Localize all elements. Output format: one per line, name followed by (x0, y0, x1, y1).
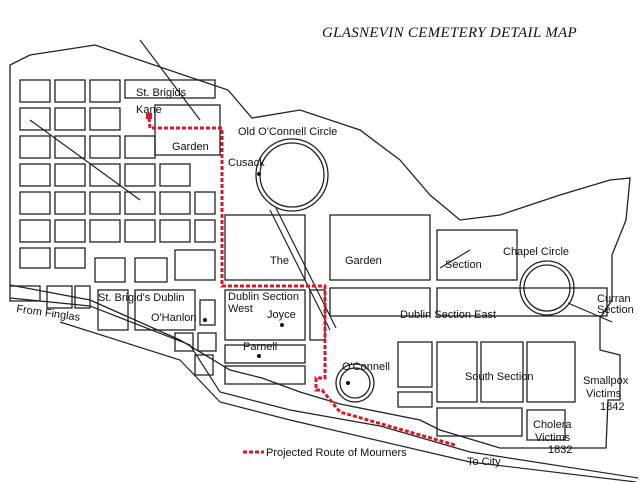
label-cholera-1: Cholera (533, 419, 572, 431)
label-section: Section (445, 259, 482, 271)
mourners-route (147, 117, 456, 447)
label-curran-section: Section (597, 304, 634, 316)
label-st-brigids: St. Brigids (136, 87, 187, 99)
grave-markers (203, 172, 350, 385)
label-cusack: Cusack (228, 157, 265, 169)
chapel-circle (523, 264, 571, 312)
label-smallpox-2: Victims (586, 388, 622, 400)
label-cholera-2: Victims (535, 432, 571, 444)
kane-grave-marker (146, 113, 152, 119)
grid-blocks-west (9, 79, 221, 376)
old-oconnell-circle (259, 142, 325, 208)
label-dublin-section-west-2: West (228, 303, 253, 315)
label-cholera-3: 1832 (548, 444, 572, 456)
label-joyce: Joyce (267, 309, 296, 321)
label-smallpox-3: 1842 (600, 401, 624, 413)
cemetery-boundary (9, 44, 631, 449)
label-to-city: To City (467, 456, 501, 468)
legend-route-label: Projected Route of Mourners (266, 447, 407, 459)
oconnell-circle (339, 367, 371, 399)
label-parnell: Parnell (243, 341, 277, 353)
label-chapel-circle: Chapel Circle (503, 246, 569, 258)
label-dublin-section-west-1: Dublin Section (228, 291, 299, 303)
label-smallpox-1: Smallpox (583, 375, 629, 387)
label-oconnell: O'Connell (342, 361, 390, 373)
label-south-section: South Section (465, 371, 534, 383)
label-old-oconnell-circle: Old O'Connell Circle (238, 126, 337, 138)
legend: Projected Route of Mourners (243, 447, 407, 459)
label-garden-left: Garden (172, 141, 209, 153)
label-curran: Curran (597, 293, 631, 305)
label-st-brigids-dublin: St. Brigid's Dublin (98, 292, 184, 304)
label-dublin-section-east: Dublin Section East (400, 309, 496, 321)
label-kane: Kane (136, 104, 162, 116)
road-finglas-city (9, 297, 639, 482)
label-ohanlon: O'Hanlon (151, 312, 197, 324)
label-the: The (270, 255, 289, 267)
label-garden: Garden (345, 255, 382, 267)
map-title: GLASNEVIN CEMETERY DETAIL MAP (322, 25, 577, 41)
